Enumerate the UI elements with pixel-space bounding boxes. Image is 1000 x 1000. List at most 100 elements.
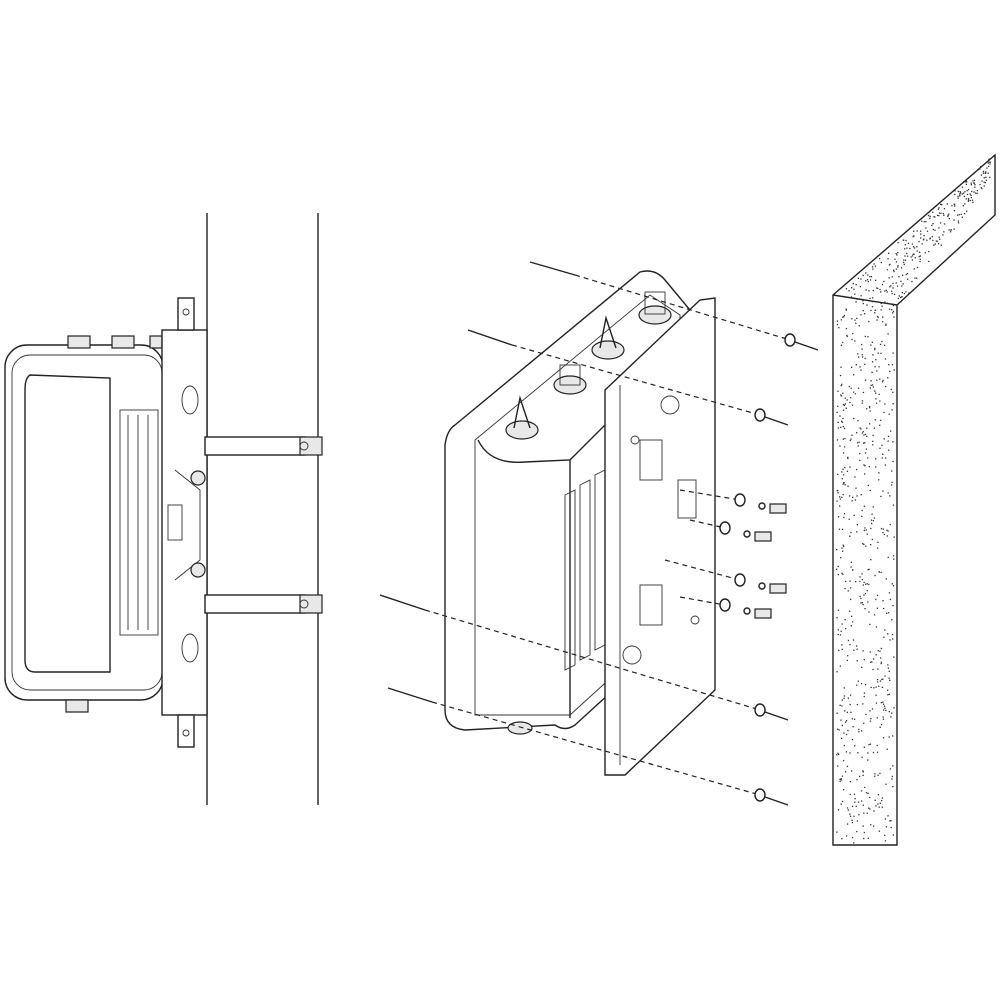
speckle-dot — [836, 439, 839, 441]
speckle-dot — [884, 403, 886, 405]
speckle-dot — [893, 316, 895, 318]
speckle-dot — [854, 340, 856, 342]
speckle-dot — [904, 255, 906, 257]
speckle-dot — [870, 661, 872, 663]
speckle-dot — [859, 580, 861, 583]
speckle-dot — [841, 471, 843, 473]
speckle-dot — [964, 191, 966, 193]
speckle-dot — [849, 580, 851, 582]
speckle-dot — [959, 194, 961, 196]
speckle-dot — [888, 277, 890, 279]
speckle-dot — [842, 550, 844, 552]
bolt — [754, 531, 772, 542]
speckle-dot — [971, 190, 973, 193]
speckle-dot — [841, 838, 843, 840]
speckle-dot — [898, 276, 900, 278]
speckle-dot — [957, 222, 960, 224]
speckle-dot — [858, 731, 860, 733]
speckle-dot — [865, 289, 867, 291]
speckle-dot — [843, 474, 845, 476]
speckle-dot — [874, 349, 876, 351]
speckle-dot — [846, 399, 848, 401]
speckle-dot — [891, 481, 893, 484]
speckle-dot — [878, 479, 880, 481]
speckle-dot — [849, 703, 851, 706]
lock-washer — [743, 607, 751, 615]
speckle-dot — [843, 789, 845, 791]
speckle-dot — [972, 182, 975, 184]
speckle-dot — [893, 269, 895, 271]
speckle-dot — [862, 310, 864, 312]
speckle-dot — [865, 713, 867, 716]
wall-anchor — [764, 416, 789, 426]
speckle-dot — [875, 805, 877, 807]
speckle-dot — [882, 532, 884, 534]
speckle-dot — [947, 215, 949, 217]
washer — [734, 573, 746, 587]
speckle-dot — [848, 385, 850, 388]
speckle-dot — [880, 661, 883, 663]
speckle-dot — [849, 752, 851, 754]
speckle-dot — [845, 407, 847, 409]
speckle-dot — [879, 447, 881, 449]
speckle-dot — [837, 390, 839, 392]
speckle-dot — [862, 391, 865, 394]
speckle-dot — [856, 531, 858, 533]
speckle-dot — [839, 498, 841, 500]
speckle-dot — [851, 434, 853, 436]
speckle-dot — [889, 370, 891, 372]
speckle-dot — [851, 718, 853, 720]
speckle-dot — [869, 407, 871, 409]
speckle-dot — [964, 203, 966, 205]
speckle-dot — [839, 778, 841, 780]
speckle-dot — [870, 276, 873, 278]
speckle-dot — [892, 504, 895, 506]
speckle-dot — [876, 607, 878, 609]
speckle-dot — [838, 753, 840, 755]
speckle-dot — [902, 274, 904, 276]
speckle-dot — [876, 679, 879, 681]
speckle-dot — [909, 247, 911, 250]
speckle-dot — [846, 823, 849, 825]
speckle-dot — [883, 705, 886, 707]
speckle-dot — [881, 381, 884, 383]
speckle-dot — [862, 302, 864, 305]
speckle-dot — [863, 831, 865, 834]
speckle-dot — [963, 213, 966, 215]
speckle-dot — [883, 533, 886, 536]
speckle-dot — [906, 255, 909, 257]
speckle-dot — [844, 580, 847, 583]
speckle-dot — [938, 212, 941, 214]
speckle-dot — [862, 804, 864, 806]
speckle-dot — [858, 325, 860, 327]
speckle-dot — [877, 774, 879, 776]
screw — [387, 687, 433, 703]
speckle-dot — [948, 218, 950, 220]
speckle-dot — [842, 493, 844, 496]
speckle-dot — [954, 193, 956, 196]
speckle-dot — [953, 210, 956, 212]
speckle-dot — [856, 298, 858, 300]
speckle-dot — [940, 244, 942, 246]
speckle-dot — [851, 615, 853, 617]
speckle-dot — [843, 316, 845, 318]
speckle-dot — [863, 659, 865, 661]
speckle-dot — [851, 338, 853, 341]
speckle-dot — [965, 198, 967, 200]
speckle-dot — [974, 192, 977, 194]
speckle-dot — [914, 277, 916, 279]
speckle-dot — [885, 457, 887, 459]
speckle-dot — [881, 797, 883, 799]
speckle-dot — [875, 458, 877, 460]
speckle-dot — [855, 581, 857, 583]
lock-washer — [758, 502, 766, 510]
speckle-dot — [892, 441, 894, 443]
speckle-dot — [890, 820, 892, 822]
speckle-dot — [943, 208, 946, 210]
speckle-dot — [843, 697, 845, 699]
speckle-dot — [936, 240, 938, 242]
speckle-dot — [981, 188, 983, 190]
speckle-dot — [888, 677, 890, 679]
speckle-dot — [863, 464, 865, 466]
speckle-dot — [863, 746, 865, 748]
